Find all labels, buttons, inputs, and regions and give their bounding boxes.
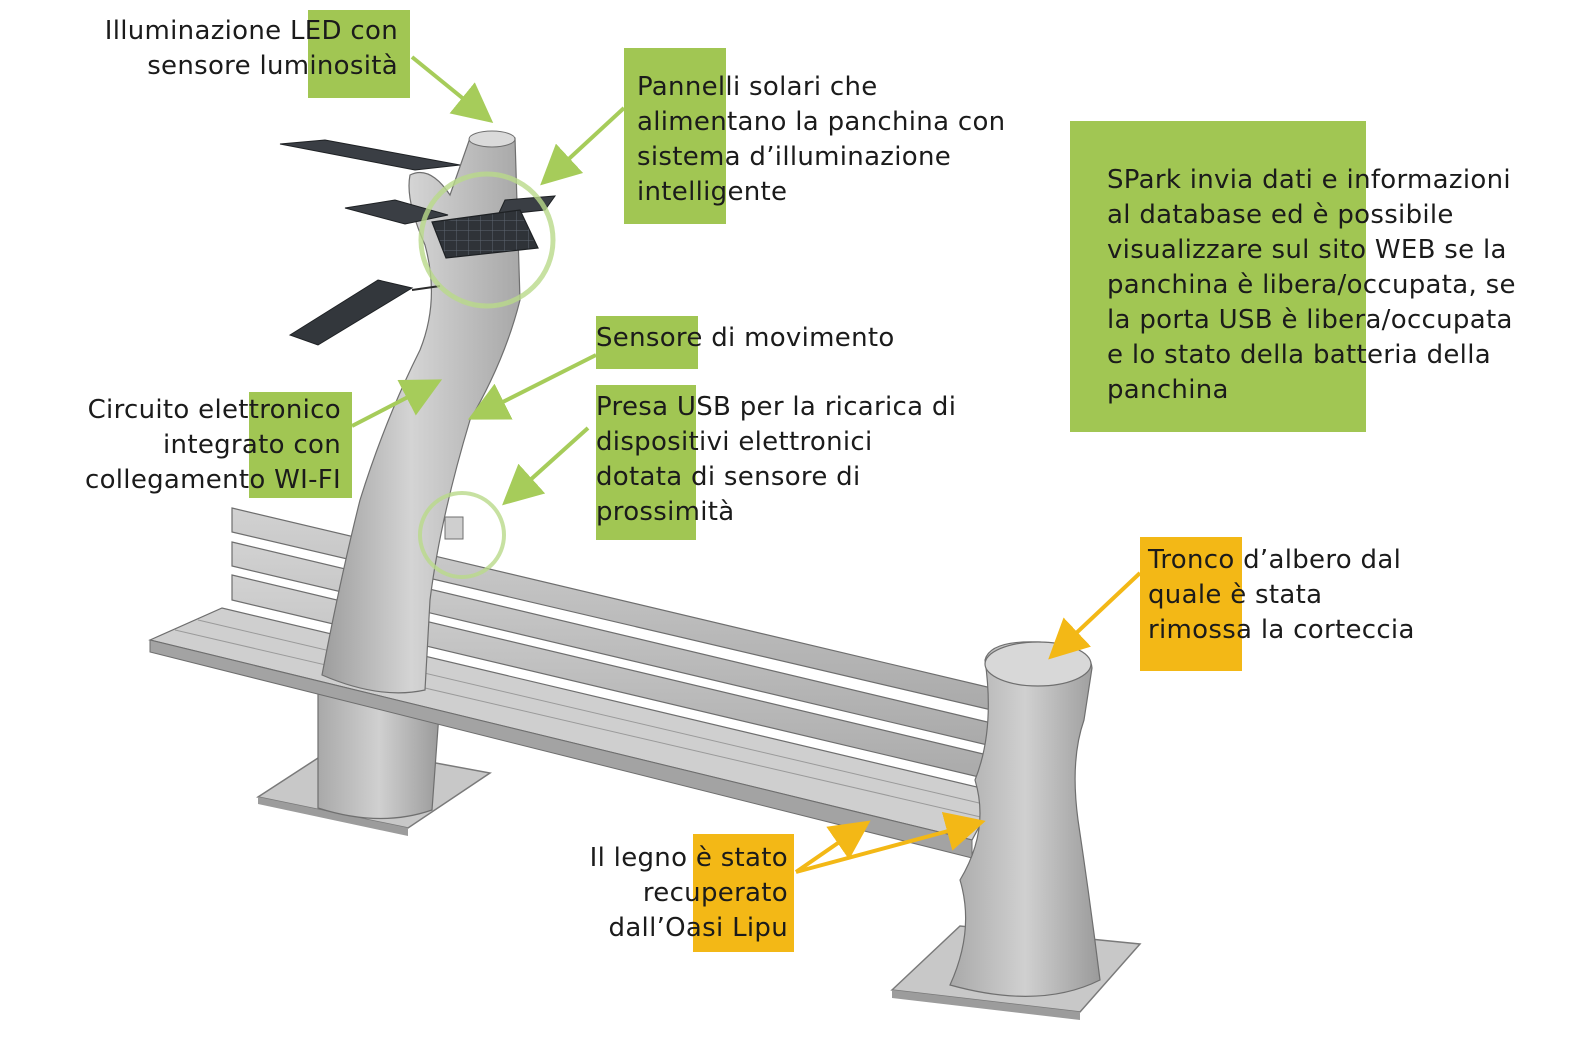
annotation-arrows [351, 55, 1142, 874]
arrow-wood-1 [794, 820, 871, 874]
arrow-motion [467, 353, 597, 420]
usb-socket [444, 516, 464, 540]
trunk-label: Tronco d’albero dal quale è stata rimoss… [1148, 545, 1415, 645]
motion-label: Sensore di movimento [596, 323, 895, 353]
solar-label-box [624, 48, 726, 224]
wood-label-box [693, 834, 794, 952]
arrow-usb [502, 426, 590, 506]
arrow-circuit [351, 379, 443, 428]
circuit-label-box [249, 392, 352, 498]
arrow-led [410, 55, 494, 124]
arrow-trunk [1048, 571, 1142, 660]
arrow-wood-2 [795, 812, 986, 874]
spark-label-box [1070, 121, 1366, 432]
motion-label-box [596, 316, 698, 369]
spark-label: SPark invia dati e informazioni al datab… [1107, 165, 1516, 405]
usb-ring [418, 491, 506, 579]
led-label: Illuminazione LED con sensore luminosità [104, 16, 398, 81]
solar-ring [418, 171, 556, 309]
right-stump [949, 641, 1101, 997]
led-label-box [308, 10, 410, 98]
circuit-label: Circuito elettronico integrato con colle… [84, 395, 341, 495]
wood-label: Il legno è stato recuperato dall’Oasi Li… [589, 843, 788, 943]
solar-label: Pannelli solari che alimentano la panchi… [637, 72, 1006, 207]
usb-label-box [596, 385, 696, 540]
left-pedestal [317, 689, 441, 820]
arrow-solar [540, 106, 626, 186]
usb-label: Presa USB per la ricarica di dispositivi… [596, 392, 957, 527]
trunk-label-box [1140, 537, 1242, 671]
